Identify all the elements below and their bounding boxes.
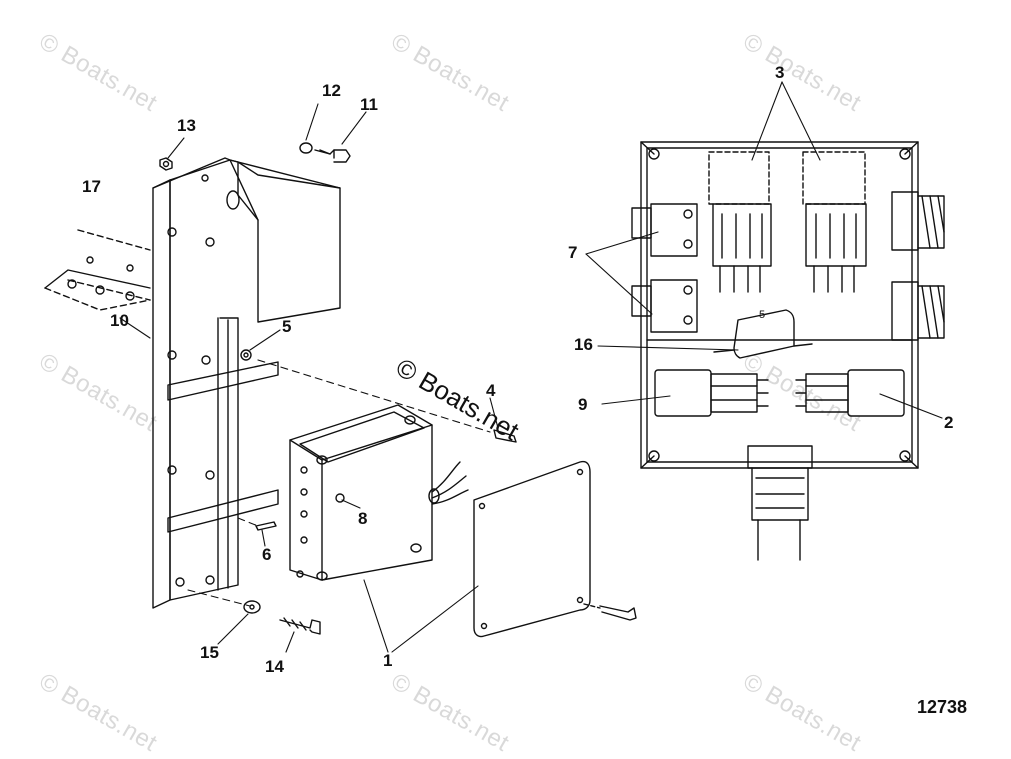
- fuse-label: 5: [759, 309, 765, 321]
- callout-10: 10: [110, 311, 129, 330]
- callout-7: 7: [568, 243, 578, 262]
- callout-2: 2: [944, 413, 954, 432]
- bolt: [493, 429, 517, 443]
- screw: [255, 521, 277, 531]
- callout-5: 5: [282, 317, 292, 336]
- junction-box: [631, 141, 945, 561]
- nut: [159, 157, 173, 171]
- bolt-and-washer: [299, 142, 351, 163]
- callout-4: 4: [486, 381, 496, 400]
- callout-13: 13: [177, 116, 196, 135]
- mounting-bracket: [152, 157, 341, 609]
- nut: [240, 349, 252, 361]
- callout-1: 1: [383, 651, 393, 670]
- cover-screw: [583, 603, 637, 621]
- leader-lines: [119, 81, 943, 653]
- callout-3: 3: [775, 63, 785, 82]
- callout-8: 8: [358, 509, 368, 528]
- callout-12: 12: [322, 81, 341, 100]
- mounting-plate-holes: [44, 256, 151, 301]
- box-cover: [473, 460, 591, 638]
- alignment-lines: [187, 359, 491, 607]
- callout-14: 14: [265, 657, 284, 676]
- callout-16: 16: [574, 335, 593, 354]
- callout-17: 17: [82, 177, 101, 196]
- callout-6: 6: [262, 545, 272, 564]
- callout-15: 15: [200, 643, 219, 662]
- mounting-plate: [44, 229, 151, 311]
- bolt-and-washer: [243, 600, 321, 635]
- figure-number: 12738: [917, 697, 968, 717]
- control-module-box: [289, 404, 469, 581]
- callout-9: 9: [578, 395, 588, 414]
- callout-11: 11: [360, 95, 378, 114]
